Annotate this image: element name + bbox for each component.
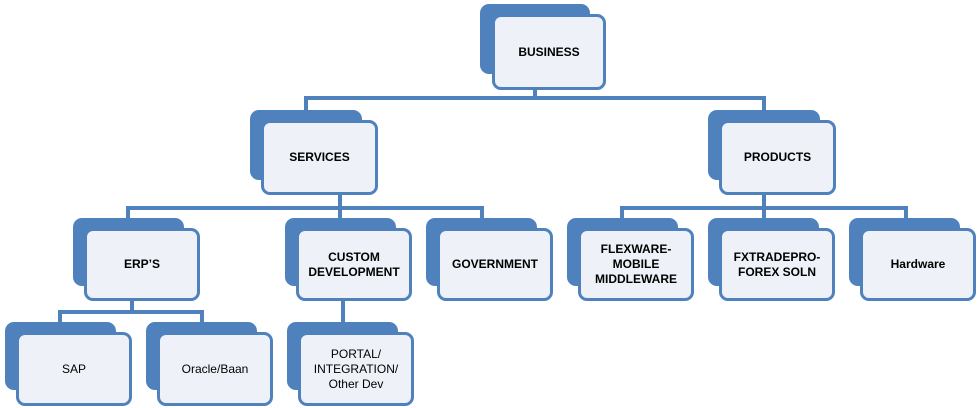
- connector: [130, 298, 134, 312]
- node-portal: PORTAL/ INTEGRATION/ Other Dev: [287, 322, 414, 406]
- node-flexware: FLEXWARE- MOBILE MIDDLEWARE: [567, 218, 694, 301]
- node-label: GOVERNMENT: [451, 257, 538, 271]
- connector: [58, 310, 204, 314]
- node-label: Oracle/Baan: [181, 361, 249, 376]
- node-erps: ERP’S: [73, 218, 200, 301]
- node-label: SAP: [61, 361, 86, 376]
- connector: [762, 206, 766, 218]
- node-fxtradepro: FXTRADEPRO- FOREX SOLN: [708, 218, 835, 301]
- node-label: CUSTOM DEVELOPMENT: [308, 249, 400, 279]
- connector: [200, 310, 204, 322]
- connector: [762, 190, 766, 208]
- node-label: ERP’S: [123, 257, 160, 271]
- connector: [338, 190, 342, 208]
- connector: [58, 310, 62, 322]
- node-label: FXTRADEPRO- FOREX SOLN: [733, 249, 821, 279]
- connector: [904, 206, 908, 218]
- connector: [304, 96, 308, 112]
- node-label: FLEXWARE- MOBILE MIDDLEWARE: [595, 242, 677, 286]
- node-business: BUSINESS: [480, 4, 606, 90]
- node-hardware: Hardware: [849, 218, 976, 301]
- node-oracle-baan: Oracle/Baan: [146, 322, 273, 406]
- connector: [338, 206, 342, 218]
- node-services: SERVICES: [250, 110, 378, 195]
- connector: [341, 298, 345, 322]
- node-label: PORTAL/ INTEGRATION/ Other Dev: [313, 346, 399, 391]
- connector: [304, 96, 766, 100]
- node-label: PRODUCTS: [743, 150, 812, 164]
- connector: [126, 206, 484, 210]
- connector: [126, 206, 130, 218]
- node-products: PRODUCTS: [708, 110, 836, 195]
- node-label: SERVICES: [289, 150, 350, 164]
- connector: [762, 96, 766, 112]
- connector: [620, 206, 624, 218]
- node-government: GOVERNMENT: [426, 218, 553, 301]
- node-label: BUSINESS: [518, 44, 580, 59]
- node-custom-development: CUSTOM DEVELOPMENT: [285, 218, 412, 301]
- node-sap: SAP: [5, 322, 132, 406]
- connector: [480, 206, 484, 218]
- node-label: Hardware: [890, 257, 946, 271]
